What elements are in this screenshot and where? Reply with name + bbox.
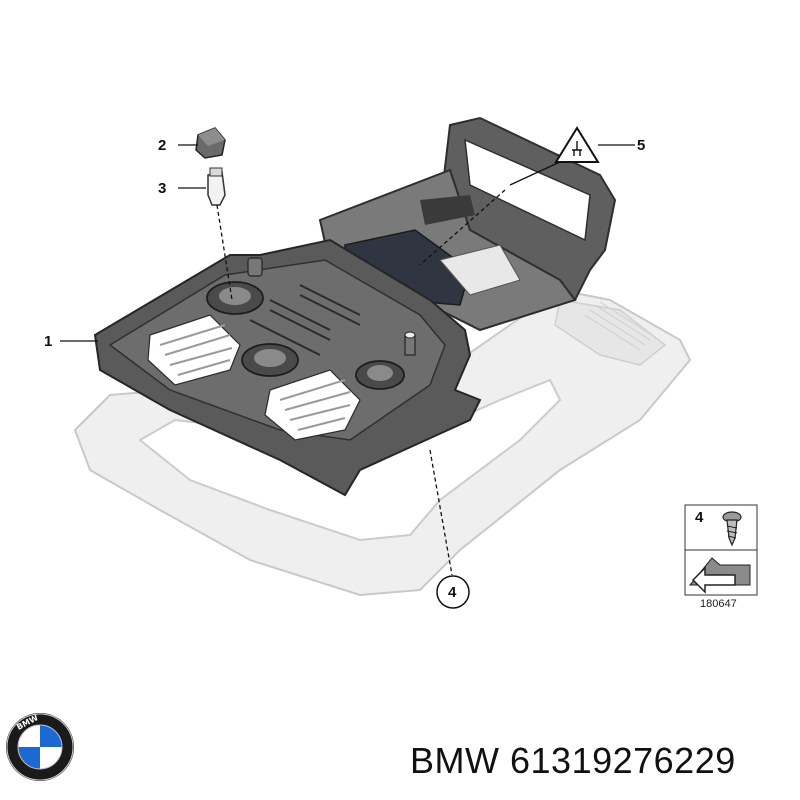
bmw-logo: BMW: [6, 713, 74, 781]
part-bulb: [207, 167, 226, 206]
arrow-icon: [688, 557, 751, 594]
housing-main: [93, 238, 482, 497]
callout-1: 1: [44, 333, 53, 350]
brand-caption: BMW 61319276229: [410, 740, 736, 782]
legend-box: [684, 504, 758, 596]
legend-number: 4: [695, 509, 704, 526]
rear-bracket: [318, 116, 617, 332]
part-4-circle: [436, 575, 470, 609]
brand-name: BMW: [410, 740, 500, 781]
reference-code: 180647: [700, 598, 737, 610]
part-cap: [195, 127, 226, 159]
part-number: 61319276229: [510, 740, 736, 781]
callout-4: 4: [448, 584, 457, 601]
warning-triangle-icon: [554, 126, 600, 163]
callout-2: 2: [158, 137, 167, 154]
callout-5: 5: [637, 137, 646, 154]
screw-icon: [722, 511, 742, 547]
callout-3: 3: [158, 180, 167, 197]
